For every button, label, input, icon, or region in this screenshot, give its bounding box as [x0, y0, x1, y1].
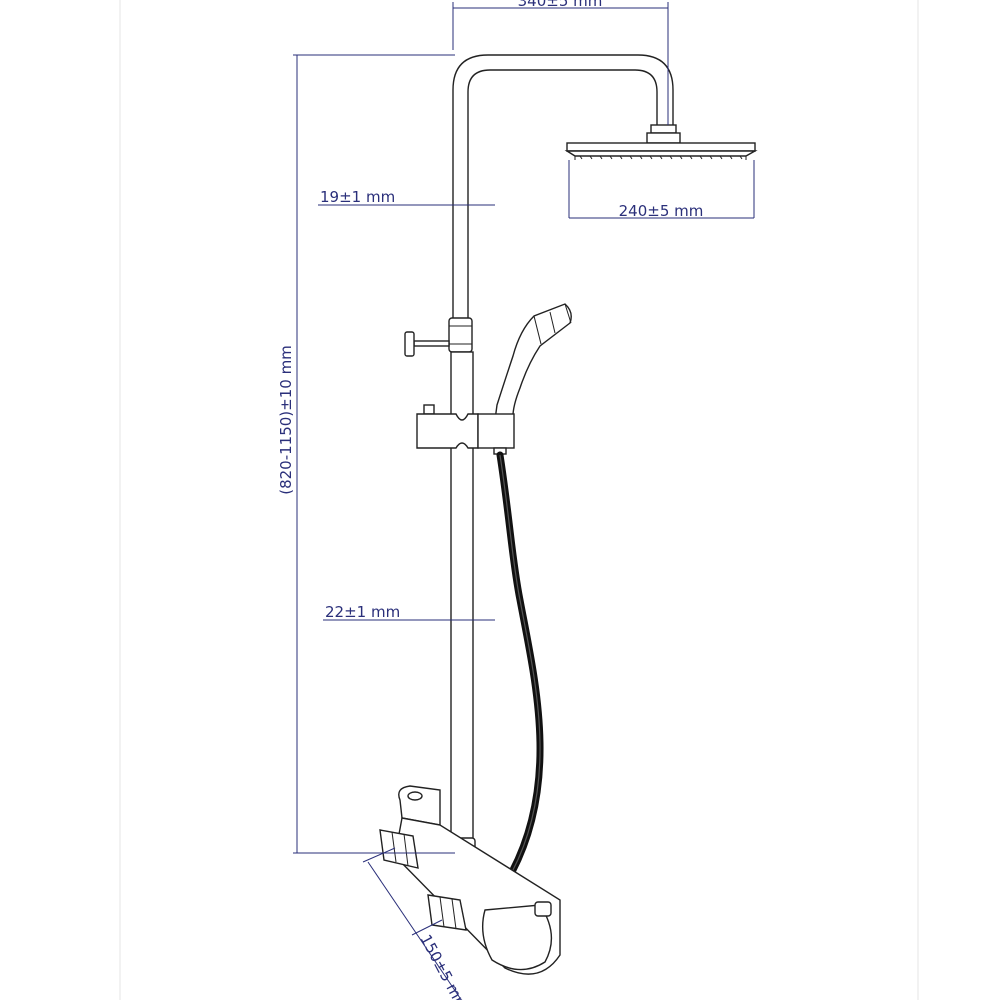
- shower-hose: [496, 451, 544, 876]
- dimension-arm-width: 340±5 mm: [452, 0, 669, 125]
- thermostatic-mixer: [379, 785, 561, 975]
- label-inlet-spacing: 150±5 mm: [416, 931, 472, 1000]
- rain-shower-head: [564, 124, 758, 160]
- slide-holder-bracket: [416, 404, 515, 455]
- dimension-total-height: (820-1150)±10 mm: [277, 54, 455, 854]
- label-head-diameter: 240±5 mm: [619, 202, 704, 220]
- upper-riser-arm: [452, 54, 674, 331]
- label-total-height: (820-1150)±10 mm: [277, 345, 295, 495]
- dimension-upper-tube: 19±1 mm: [318, 188, 495, 206]
- hand-shower: [494, 303, 572, 421]
- dimension-lower-tube: 22±1 mm: [323, 603, 495, 621]
- label-lower-tube: 22±1 mm: [325, 603, 400, 621]
- dimension-head-diameter: 240±5 mm: [568, 160, 755, 220]
- height-adjust-collar: [404, 317, 473, 357]
- label-upper-tube: 19±1 mm: [320, 188, 395, 206]
- label-arm-width: 340±5 mm: [518, 0, 603, 10]
